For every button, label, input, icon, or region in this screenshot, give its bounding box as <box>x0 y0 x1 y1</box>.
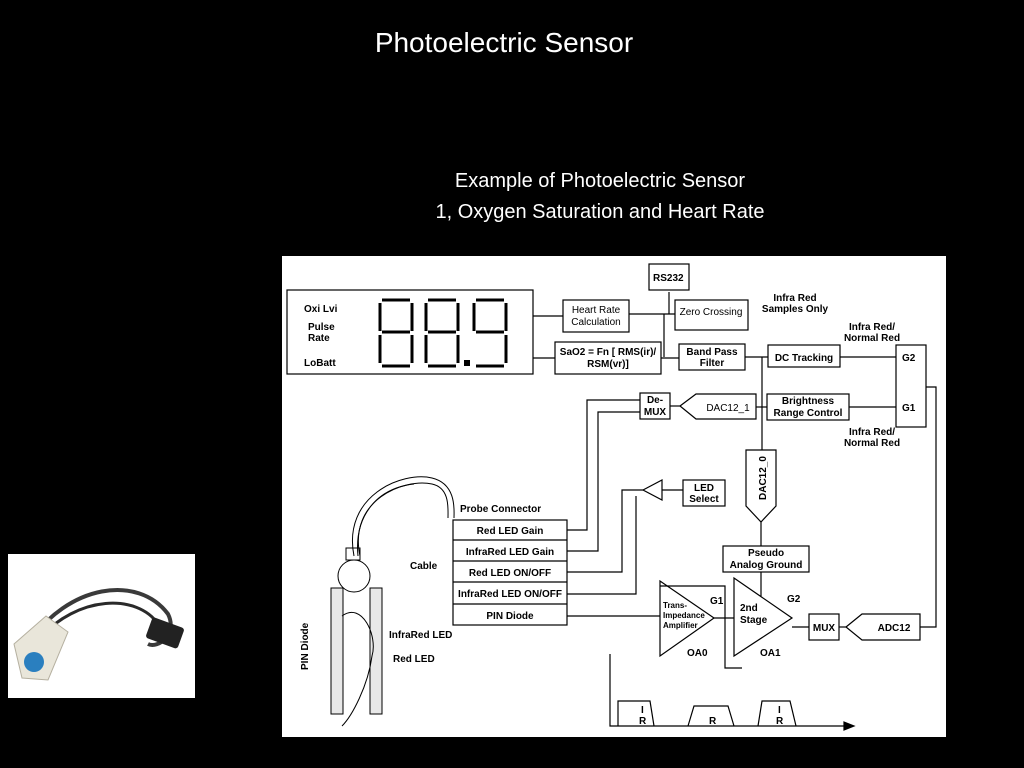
sao2-label-2: RSM(vr)] <box>587 359 629 370</box>
demux-label-2: MUX <box>644 407 667 418</box>
heart-rate-label-2: Calculation <box>571 317 620 328</box>
oa1-g2-label: G2 <box>787 594 801 605</box>
pulse-label-r2: R <box>709 716 717 727</box>
pseudo-analog-ground-box <box>722 545 810 573</box>
led-select-buffer <box>641 479 663 501</box>
g1-label: G1 <box>902 403 916 414</box>
display-pulse: Pulse <box>308 322 335 333</box>
block-diagram: Oxi Lvi Pulse Rate LoBatt RS232 Heart Ra… <box>282 256 946 737</box>
infra-red-bottom-label-1: Infra Red/ <box>849 427 895 438</box>
sao2-label-1: SaO2 = Fn [ RMS(ir)/ <box>560 347 657 358</box>
oa1-label: OA1 <box>760 648 781 659</box>
probe-connector-label: Probe Connector <box>460 504 541 515</box>
infra-red-top-label-1: Infra Red/ <box>849 322 895 333</box>
tia-label-1: Trans- <box>663 601 687 610</box>
brightness-label-1: Brightness <box>782 396 835 407</box>
slide-title: Photoelectric Sensor <box>374 27 634 58</box>
dc-tracking-box <box>767 344 841 368</box>
pulse-label-r3: R <box>776 716 784 727</box>
subtitle-line-1: Example of Photoelectric Sensor <box>454 170 746 192</box>
brightness-label-2: Range Control <box>774 408 843 419</box>
second-stage-label-2: Stage <box>740 615 768 626</box>
oa0-label: OA0 <box>687 648 708 659</box>
zero-crossing-box <box>674 299 749 331</box>
probe-illustration <box>330 476 455 727</box>
red-led-label: Red LED <box>393 654 435 665</box>
slide-subtitle: Example of Photoelectric Sensor 1, Oxyge… <box>380 166 820 228</box>
pulse-label-r1: R <box>639 716 647 727</box>
dac12-0-label: DAC12_0 <box>758 456 769 500</box>
display-lobatt: LoBatt <box>304 358 336 369</box>
pin-diode-side-label: PIN Diode <box>300 622 311 670</box>
display-rate: Rate <box>308 333 330 344</box>
red-led-onoff: Red LED ON/OFF <box>469 568 551 579</box>
display-oxi-lvi: Oxi Lvi <box>304 304 338 315</box>
oa0-g1-label: G1 <box>710 596 724 607</box>
zero-crossing-label: Zero Crossing <box>680 307 743 318</box>
band-pass-label-1: Band Pass <box>686 347 738 358</box>
second-stage-label-1: 2nd <box>740 603 758 614</box>
demux-label-1: De- <box>647 395 663 406</box>
band-pass-label-2: Filter <box>700 358 725 369</box>
adc12-label: ADC12 <box>878 623 911 634</box>
g2-g1-selector <box>895 344 927 428</box>
samples-only-label-2: Samples Only <box>762 304 829 315</box>
infrared-led-label: InfraRed LED <box>389 630 452 641</box>
infra-red-top-label-2: Normal Red <box>844 333 900 344</box>
infra-red-bottom-label-2: Normal Red <box>844 438 900 449</box>
oa1-amplifier <box>733 576 794 658</box>
pseudo-label-1: Pseudo <box>748 548 784 559</box>
pulse-label-i2: I <box>778 705 781 716</box>
rs232-label: RS232 <box>653 273 684 284</box>
dac12-0-block <box>745 449 777 523</box>
led-select-box <box>682 479 726 507</box>
display-panel <box>286 289 534 375</box>
tia-label-2: Impedance <box>663 611 705 620</box>
led-select-label-2: Select <box>689 494 719 505</box>
pulse-oximeter-probe-photo <box>8 554 195 698</box>
seven-segment-display <box>378 298 508 368</box>
rs232-box <box>648 263 690 291</box>
infrared-led-gain: InfraRed LED Gain <box>466 547 554 558</box>
subtitle-line-2: 1, Oxygen Saturation and Heart Rate <box>435 201 765 223</box>
oa0-amplifier <box>659 579 716 658</box>
dc-tracking-label: DC Tracking <box>775 353 833 364</box>
samples-only-label-1: Infra Red <box>773 293 816 304</box>
pseudo-label-2: Analog Ground <box>730 560 803 571</box>
dac12-1-label: DAC12_1 <box>706 403 750 414</box>
tia-label-3: Amplifier <box>663 621 698 630</box>
heart-rate-label-1: Heart Rate <box>572 305 621 316</box>
pin-diode-signal: PIN Diode <box>486 611 534 622</box>
led-select-label-1: LED <box>694 483 714 494</box>
mux-label: MUX <box>813 623 836 634</box>
infrared-led-onoff: InfraRed LED ON/OFF <box>458 589 562 600</box>
g2-label: G2 <box>902 353 916 364</box>
red-led-gain: Red LED Gain <box>477 526 544 537</box>
cable-label: Cable <box>410 561 438 572</box>
pulse-label-i1: I <box>641 705 644 716</box>
